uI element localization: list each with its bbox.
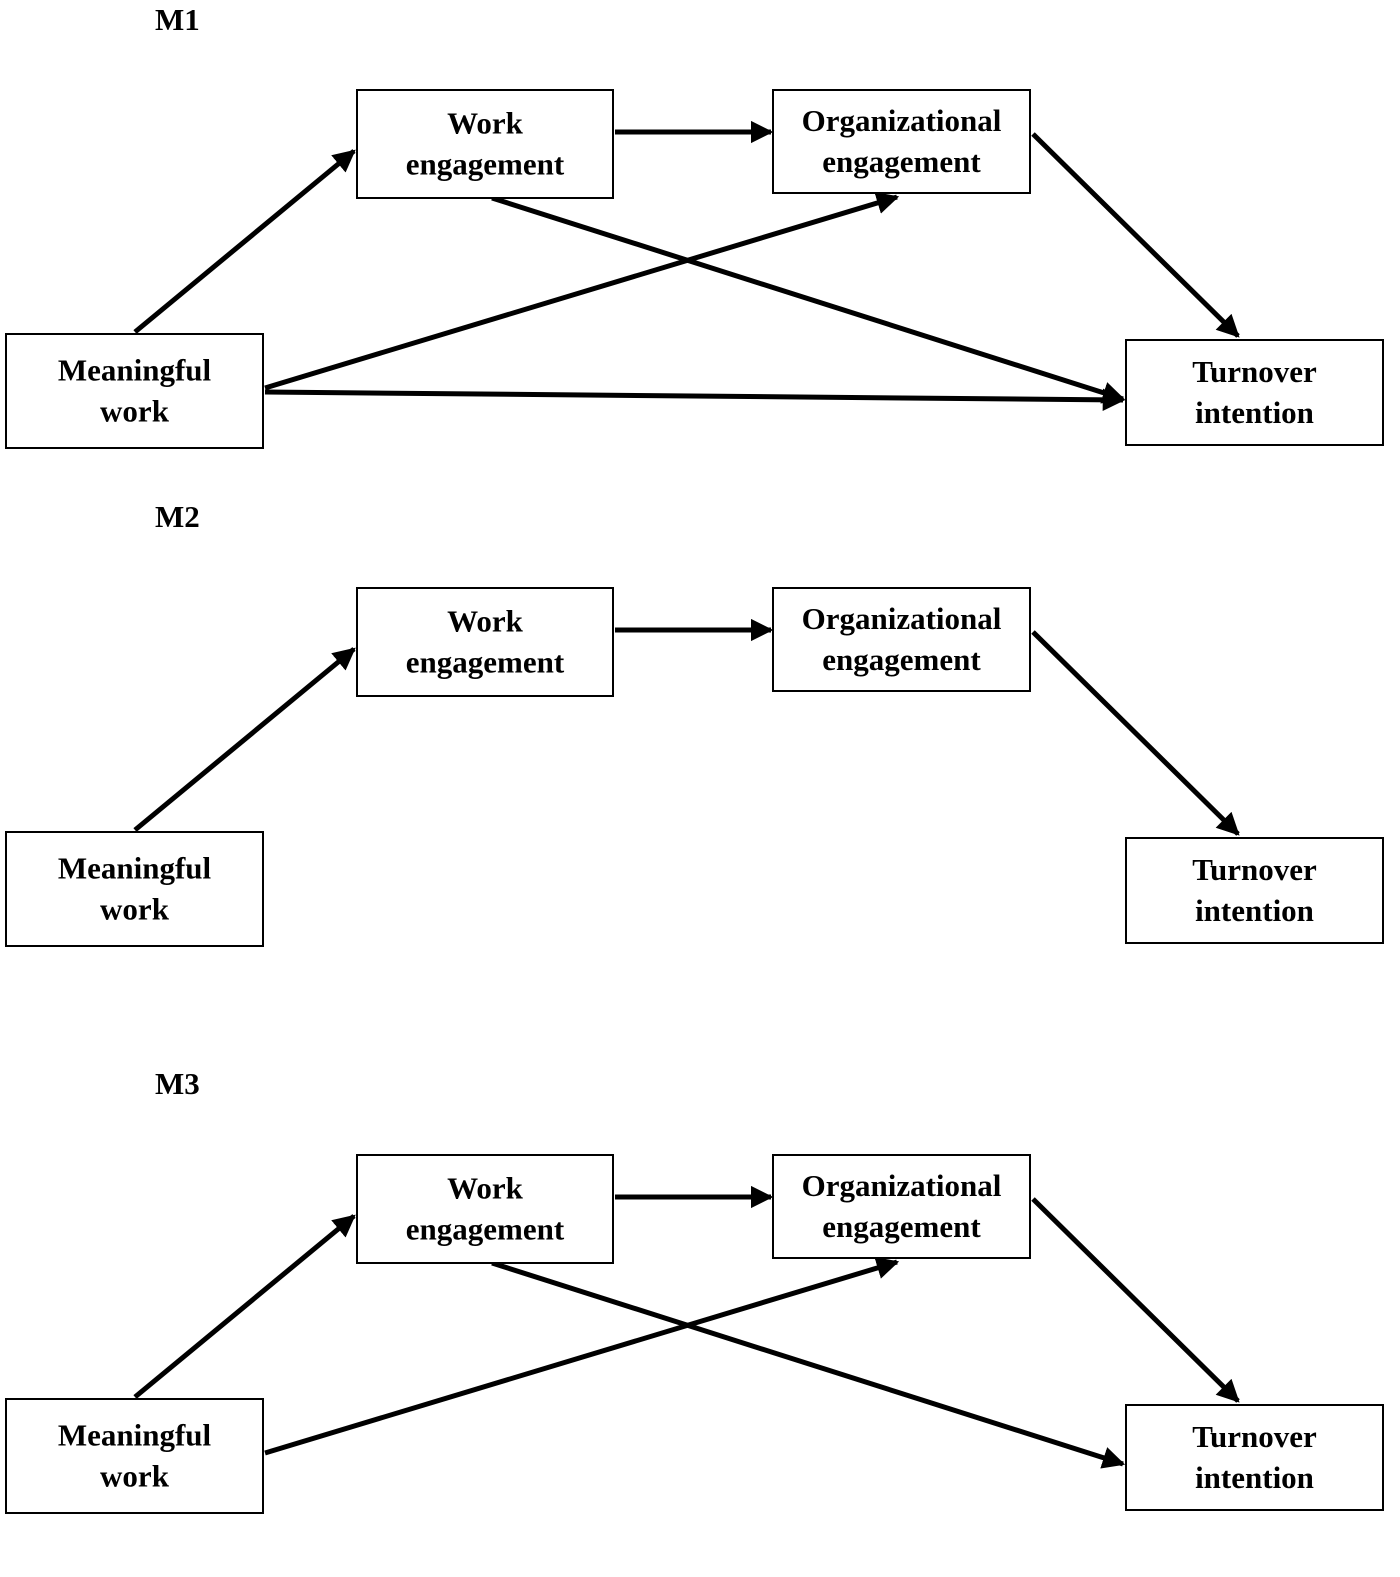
node-meaningful-work: Meaningful work <box>5 333 264 449</box>
node-label-line: Organizational <box>802 103 1002 138</box>
model-m2: M2MeaningfulworkWorkengagementOrganizati… <box>5 499 1384 947</box>
node-work-engagement: Work engagement <box>356 587 614 697</box>
node-box <box>772 89 1031 194</box>
arrow-oe-ti <box>1031 630 1240 836</box>
node-label-line: intention <box>1195 395 1314 430</box>
model-label: M1 <box>155 2 200 37</box>
node-label-line: intention <box>1195 1460 1314 1495</box>
model-m3: M3MeaningfulworkWorkengagementOrganizati… <box>5 1066 1384 1514</box>
node-label-line: Meaningful <box>58 353 212 388</box>
node-label-line: Turnover <box>1192 852 1317 887</box>
model-m1: M1MeaningfulworkWorkengagementOrganizati… <box>5 2 1384 449</box>
node-box <box>5 333 264 449</box>
node-work-engagement: Work engagement <box>356 1154 614 1264</box>
arrow-mw-oe <box>264 192 900 391</box>
node-box <box>772 587 1031 692</box>
arrow-we-ti <box>491 195 1126 404</box>
node-box <box>5 831 264 947</box>
node-label-line: Organizational <box>802 601 1002 636</box>
model-label: M3 <box>155 1066 200 1101</box>
node-turnover-intention: Turnover intention <box>1125 339 1384 446</box>
node-label-line: Work <box>447 604 524 639</box>
node-label-line: Meaningful <box>58 1418 212 1453</box>
node-box <box>1125 339 1384 446</box>
arrow-oe-ti <box>1031 132 1240 338</box>
arrow-mw-we <box>133 1214 356 1399</box>
node-work-engagement: Work engagement <box>356 89 614 199</box>
node-box <box>356 1154 614 1264</box>
node-label-line: engagement <box>406 645 565 680</box>
node-organizational-engagement: Organizational engagement <box>772 587 1031 692</box>
node-label-line: Work <box>447 106 524 141</box>
arrow-mw-oe <box>264 1257 900 1456</box>
arrow-mw-we <box>133 647 356 832</box>
arrow-mw-we <box>133 149 356 334</box>
arrow-we-ti <box>491 1260 1126 1469</box>
arrow-oe-ti <box>1031 1197 1240 1403</box>
node-organizational-engagement: Organizational engagement <box>772 1154 1031 1259</box>
arrow-mw-ti <box>264 388 1126 412</box>
node-label-line: Meaningful <box>58 851 212 886</box>
node-label-line: work <box>100 892 170 927</box>
node-box <box>356 89 614 199</box>
node-label-line: work <box>100 1459 170 1494</box>
node-organizational-engagement: Organizational engagement <box>772 89 1031 194</box>
node-label-line: engagement <box>406 1212 565 1247</box>
node-meaningful-work: Meaningful work <box>5 831 264 947</box>
model-label: M2 <box>155 499 200 534</box>
node-label-line: engagement <box>406 147 565 182</box>
node-label-line: Organizational <box>802 1168 1002 1203</box>
node-box <box>356 587 614 697</box>
node-label-line: intention <box>1195 893 1314 928</box>
node-label-line: Turnover <box>1192 1419 1317 1454</box>
node-turnover-intention: Turnover intention <box>1125 837 1384 944</box>
node-label-line: Turnover <box>1192 354 1317 389</box>
node-box <box>5 1398 264 1514</box>
node-box <box>1125 837 1384 944</box>
node-meaningful-work: Meaningful work <box>5 1398 264 1514</box>
node-label-line: work <box>100 394 170 429</box>
node-box <box>772 1154 1031 1259</box>
node-label-line: Work <box>447 1171 524 1206</box>
node-label-line: engagement <box>822 642 981 677</box>
node-label-line: engagement <box>822 1209 981 1244</box>
node-label-line: engagement <box>822 144 981 179</box>
node-box <box>1125 1404 1384 1511</box>
node-turnover-intention: Turnover intention <box>1125 1404 1384 1511</box>
